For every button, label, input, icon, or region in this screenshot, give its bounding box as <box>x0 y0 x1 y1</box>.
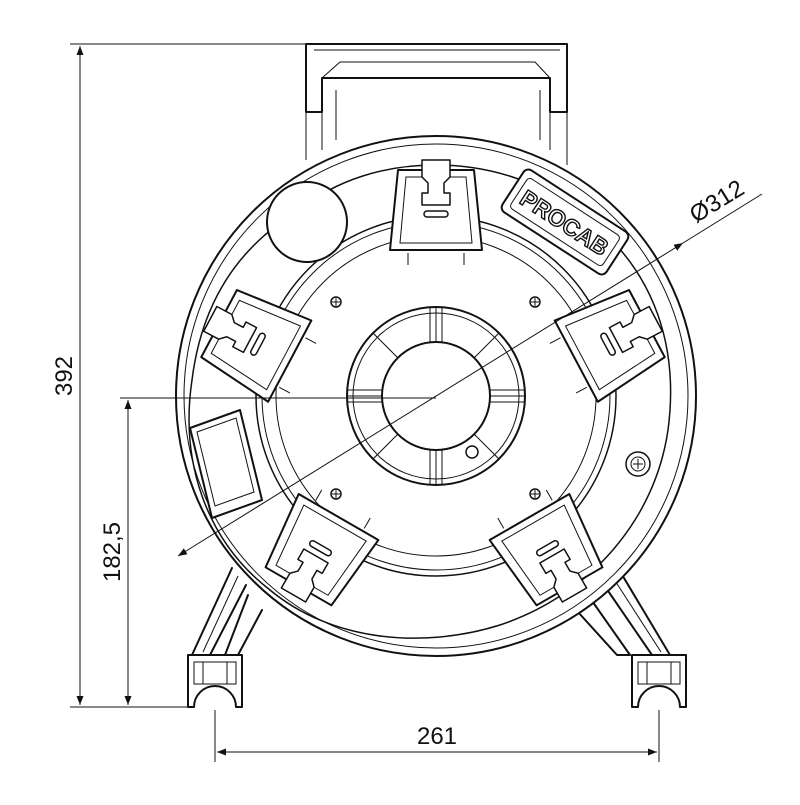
round-window <box>266 181 348 263</box>
diameter-dimension-label: Ø312 <box>685 175 749 229</box>
frame-left-leg <box>191 567 263 656</box>
left-foot <box>187 654 243 708</box>
height-dimension-label: 392 <box>51 356 78 396</box>
screw <box>529 296 541 308</box>
right-foot <box>631 654 687 708</box>
width-dimension-label: 261 <box>417 723 457 750</box>
screw <box>330 488 342 500</box>
screw <box>529 488 541 500</box>
hub-height-dimension-label: 182,5 <box>99 522 126 582</box>
dimension-width: 261 <box>214 710 660 762</box>
dimension-height: 392 <box>51 43 306 708</box>
cable-clip-top <box>389 159 483 265</box>
screw <box>330 296 342 308</box>
frame-handle <box>305 43 568 165</box>
